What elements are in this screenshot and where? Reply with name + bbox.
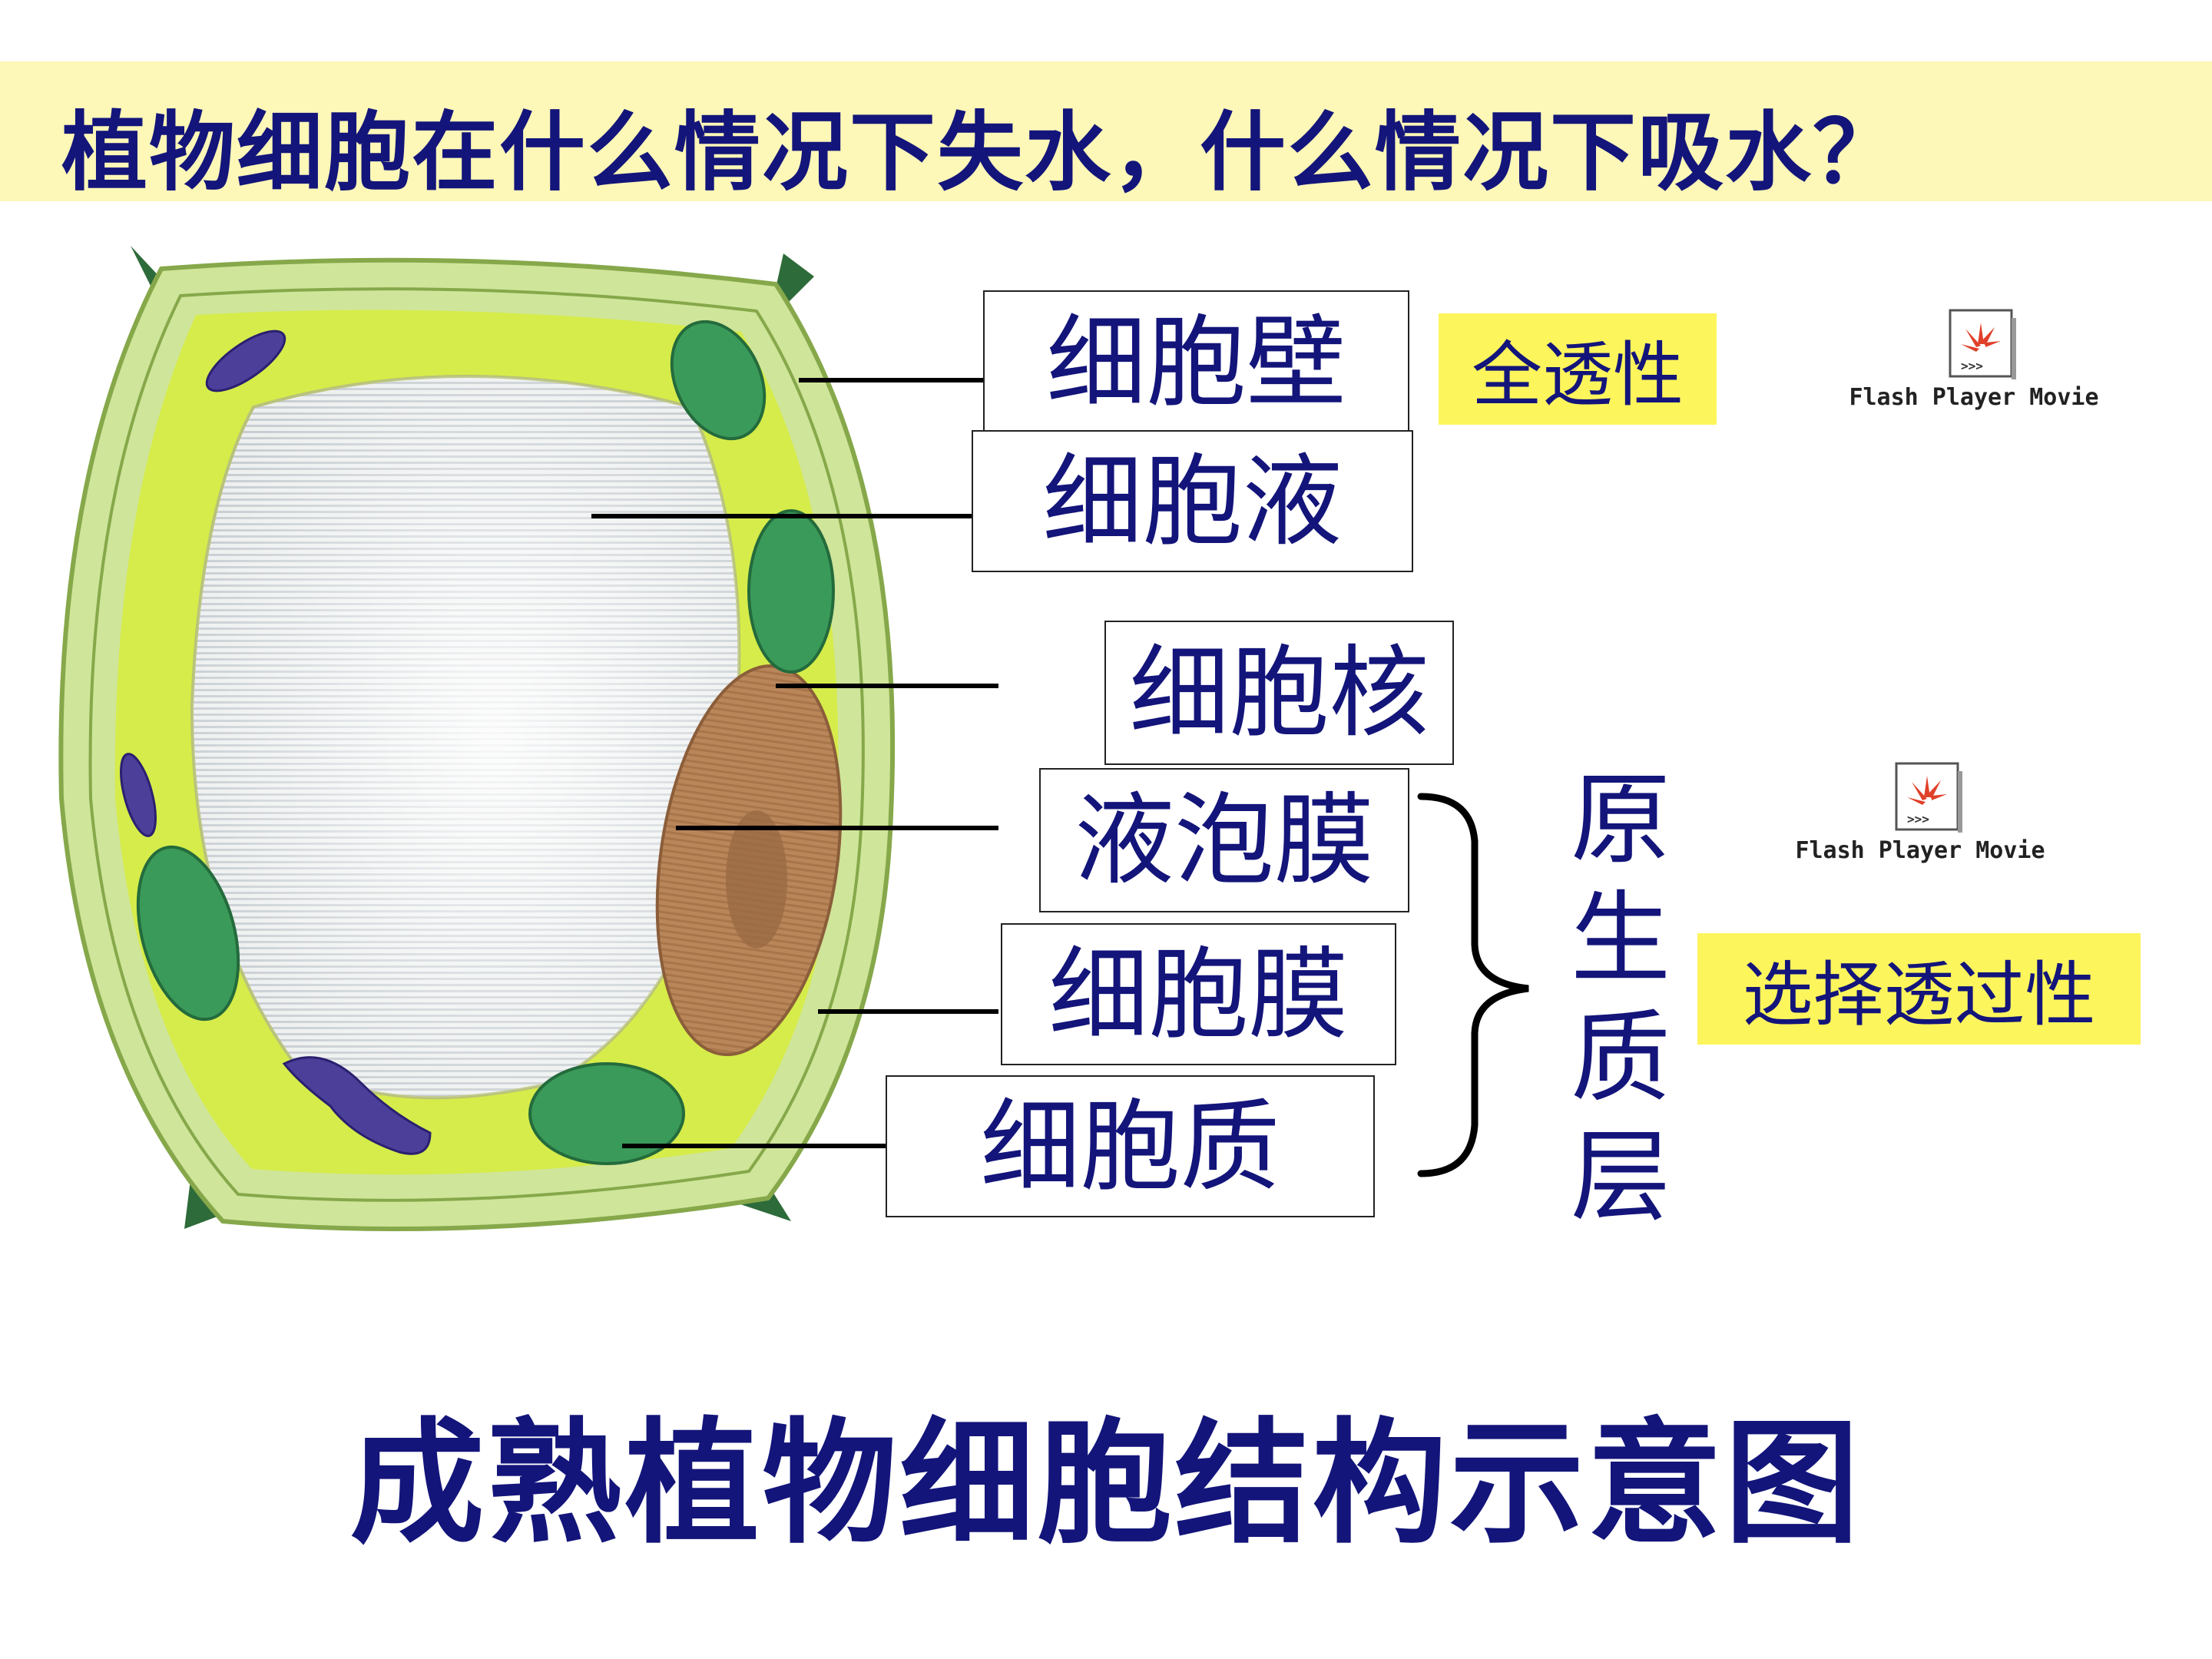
label-cell-membrane: 细胞膜 [1001,923,1396,1065]
page-title: 植物细胞在什么情况下失水，什么情况下吸水？ [61,103,1900,203]
label-cell-sap: 细胞液 [972,430,1413,572]
svg-text:>>>: >>> [1907,812,1929,826]
chloroplast [747,509,835,674]
plant-cell-illustration [58,246,998,1231]
flash-caption: Flash Player Movie [1849,384,2099,411]
flash-caption: Flash Player Movie [1795,837,2045,864]
tag-selective-permeability: 选择透过性 [1697,933,2141,1045]
flash-movie-2[interactable]: >>> Flash Player Movie [1782,760,2058,876]
label-cytoplasm: 细胞质 [886,1075,1375,1217]
protoplast-brace [1417,793,1529,1177]
cell-membrane-line [88,287,865,1202]
label-nucleus: 细胞核 [1104,621,1454,765]
nucleolus [726,810,787,949]
group-char: 原 [1570,761,1671,878]
flash-movie-icon: >>> [1949,309,2016,379]
label-cell-wall: 细胞壁 [983,290,1409,435]
group-char: 层 [1570,1118,1671,1235]
granule [282,1056,432,1155]
flash-movie-icon: >>> [1895,762,1962,833]
group-char: 质 [1570,999,1671,1116]
protoplast-layer-label: 原 生 质 层 [1567,760,1674,1237]
granule [205,329,286,392]
label-tonoplast: 液泡膜 [1039,768,1409,912]
chloroplast [528,1062,685,1165]
diagram-caption: 成熟植物细胞结构示意图 [349,1406,1863,1562]
flash-movie-1[interactable]: >>> Flash Player Movie [1836,307,2112,422]
title-band [0,61,2212,201]
chloroplast [136,845,240,1022]
group-char: 生 [1570,880,1671,997]
tag-full-permeability: 全透性 [1439,313,1717,425]
granule [120,753,157,837]
svg-text:>>>: >>> [1961,359,1983,373]
chloroplast [670,320,767,441]
